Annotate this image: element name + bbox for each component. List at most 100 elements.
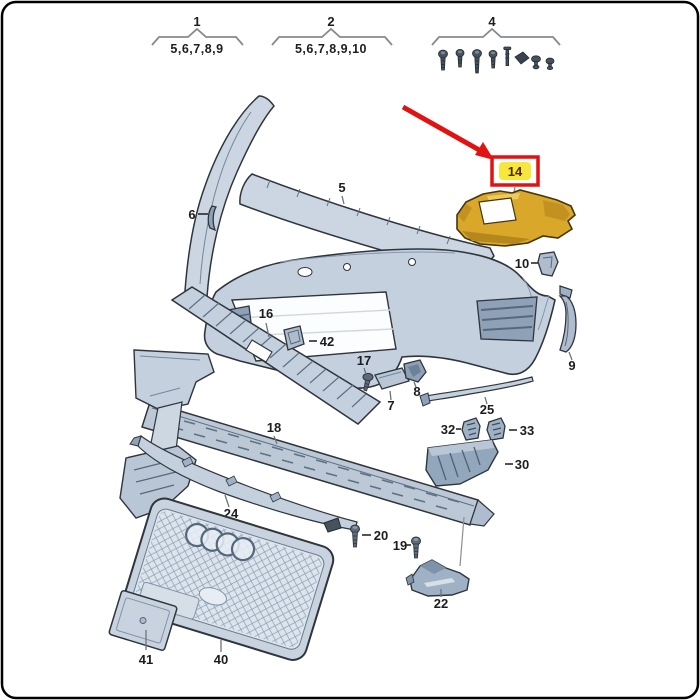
corner-cap — [133, 349, 215, 411]
bracket-detail — [408, 364, 421, 377]
part-33-clip: 33 — [486, 417, 534, 441]
part-25-trim-strip: 25 — [419, 376, 534, 417]
callout-line-9 — [568, 351, 573, 361]
part-14-headlight-bracket — [456, 189, 576, 247]
legend-group-parts: 5,6,7,8,9 — [170, 42, 223, 56]
bracket-foot — [405, 573, 415, 586]
audi-rings-icon — [185, 522, 256, 562]
screw-icon — [350, 524, 360, 548]
strip-end-curl — [129, 435, 142, 447]
part-8-bracket: 8 — [403, 359, 427, 399]
brace-icon — [271, 27, 393, 46]
callout-line-16 — [265, 322, 270, 338]
assembly-line — [459, 516, 465, 567]
screw-icon — [411, 536, 421, 559]
bracket-shape — [537, 251, 559, 277]
grommet-icon — [531, 55, 541, 70]
callout-line-17 — [363, 367, 367, 375]
arm-tick-marks — [266, 179, 451, 245]
screw-icon — [472, 49, 482, 74]
bracket-highlight — [424, 578, 455, 587]
washer-nozzle-hole — [297, 267, 313, 277]
callout-32: 32 — [441, 422, 455, 437]
strip-detail — [564, 301, 569, 347]
bracket-facet — [458, 204, 472, 222]
sensor-hole — [408, 258, 416, 266]
callout-7: 7 — [387, 398, 394, 413]
legend-group-1: 1 5,6,7,8,9 — [151, 14, 244, 56]
callout-18: 18 — [267, 420, 281, 435]
callout-30: 30 — [515, 457, 529, 472]
bracket-window — [478, 197, 517, 225]
frame-left-band — [184, 95, 275, 298]
legend-group-number: 1 — [193, 14, 200, 29]
part-14-highlight: 14 — [401, 104, 540, 203]
pin-icon — [503, 46, 512, 66]
callout-line-18 — [273, 435, 278, 445]
screw-icon — [455, 49, 465, 68]
callout-line-24 — [224, 494, 230, 508]
highlight-box — [490, 155, 540, 187]
part-9-side-bracket: 9 — [558, 285, 577, 373]
legend-group-parts: 5,6,7,8,9,10 — [295, 42, 367, 56]
grommet-icon — [545, 57, 555, 71]
bracket-facet — [543, 200, 570, 221]
clip-icon — [514, 51, 530, 65]
bracket-detail — [542, 256, 553, 269]
corner-cap-detail — [139, 355, 201, 397]
callout-20: 20 — [374, 528, 388, 543]
part-16-center-grille: 16 — [170, 286, 382, 425]
tow-hook-cover — [198, 587, 227, 606]
grille-bar — [170, 286, 382, 425]
plate-hole — [139, 616, 147, 624]
plate-shape — [374, 367, 410, 390]
callout-line-5 — [341, 195, 345, 205]
fastener-icons — [438, 46, 555, 74]
part-19-screw: 19 — [393, 536, 421, 559]
plate-inner — [116, 597, 170, 644]
part-22-bracket: 22 — [405, 516, 470, 611]
part-32-clip: 32 — [441, 417, 481, 441]
plate-detail — [378, 371, 402, 379]
part-42-bracket: 42 — [283, 325, 334, 351]
screw-icon — [362, 372, 374, 392]
callout-33: 33 — [520, 423, 534, 438]
callout-41: 41 — [139, 652, 153, 667]
part-7-cover-plate: 7 — [374, 367, 410, 413]
callout-40: 40 — [214, 652, 228, 667]
absorber-ridge — [151, 407, 475, 507]
callout-16: 16 — [259, 306, 273, 321]
callout-25: 25 — [480, 402, 494, 417]
strip-clip — [323, 517, 342, 533]
bracket-tab — [559, 285, 573, 299]
callout-line-25 — [484, 396, 488, 405]
screw-icon — [488, 50, 498, 69]
callout-17: 17 — [357, 353, 371, 368]
part-10-bracket: 10 — [515, 251, 559, 277]
clip-detail — [466, 422, 477, 436]
strip-shape — [424, 376, 534, 402]
callout-19: 19 — [393, 538, 407, 553]
legend-group-4: 4 — [431, 14, 561, 74]
duct-top-face — [428, 440, 494, 456]
absorber-end — [469, 498, 495, 527]
strip-end-hook — [419, 392, 431, 407]
callout-8: 8 — [413, 384, 420, 399]
bumper-cover — [203, 248, 556, 389]
duct-slats — [437, 446, 481, 481]
callout-line-7 — [389, 390, 392, 401]
callout-14: 14 — [508, 164, 523, 179]
part-5-bumper-frame: 5 — [184, 95, 495, 298]
legend-group-number: 4 — [488, 14, 496, 29]
clip-shape — [207, 205, 218, 232]
clip-detail — [491, 422, 502, 436]
part-40-radiator-grille: 40 — [122, 497, 335, 667]
callout-line-8 — [413, 381, 417, 388]
frame-contour-line — [199, 111, 252, 285]
part-30-air-guide: 30 — [425, 439, 529, 487]
callout-6: 6 — [188, 207, 195, 222]
highlight-arrow-icon — [401, 104, 483, 154]
sensor-hole — [343, 263, 351, 271]
